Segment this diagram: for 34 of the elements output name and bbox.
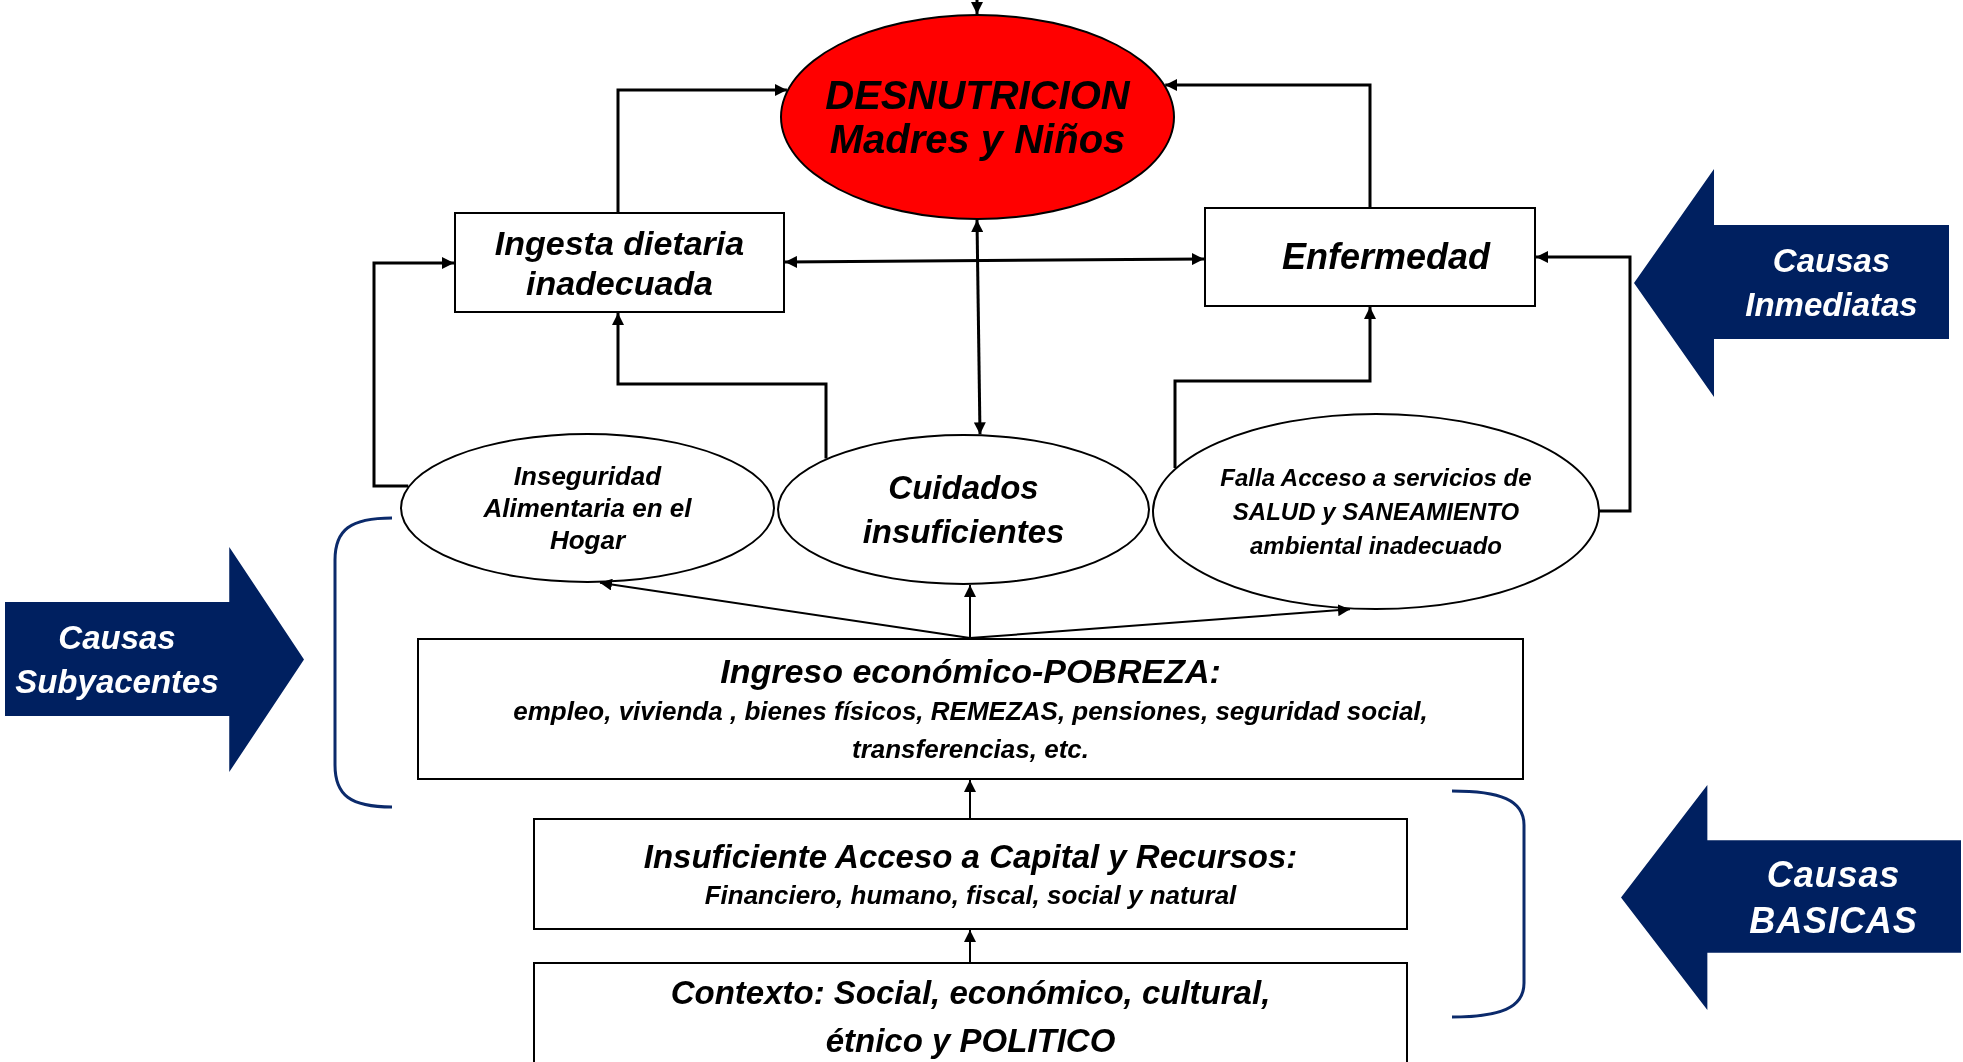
node-text: DESNUTRICION Madres y Niños [824,73,1132,161]
arrow [964,779,976,819]
process-box [533,818,1408,930]
arrow [785,253,1204,268]
arrow [969,604,1351,639]
arrow [1173,307,1376,468]
node-text: Causas BASICAS [1748,852,1919,943]
process-box [533,962,1408,1062]
arrow [971,0,983,14]
left-block-arrow [1621,785,1961,1010]
node-text: Insuficiente Acceso a Capital y Recursos: [643,837,1298,877]
node-text: Falla Acceso a servicios de SALUD y SANEAMIENTO ambiental inadecuado [1219,462,1533,561]
arrow [1165,79,1372,207]
arrow [616,84,787,212]
arrow [612,313,828,459]
node-text: Contexto: Social, económico, cultural, étnico y POLITICO [669,973,1272,1061]
process-box [454,212,785,313]
node-text: Enfermedad [1280,237,1491,277]
arrow [971,219,986,435]
process-box [1204,207,1536,307]
right-block-arrow [5,547,304,772]
node-text: Ingreso económico-POBREZA: [720,651,1221,692]
node-text: Inseguridad Alimentaria en el Hogar [482,460,693,556]
node-text: Causas Subyacentes [14,617,220,702]
node-text: Ingesta dietaria inadecuada [493,222,746,303]
left-block-arrow [1634,169,1949,397]
arrow [964,583,976,639]
node-text: Causas Inmediatas [1744,241,1919,325]
arrow [372,257,454,488]
node-text: Financiero, humano, fiscal, social y natural [704,879,1237,912]
node-text: Cuidados insuficientes [861,467,1066,552]
process-box [417,638,1524,780]
node-text: empleo, vivienda , bienes físicos, REMEZAS, pensiones, seguridad social, transferencias, etc. [512,695,1429,766]
arrow [964,929,976,963]
